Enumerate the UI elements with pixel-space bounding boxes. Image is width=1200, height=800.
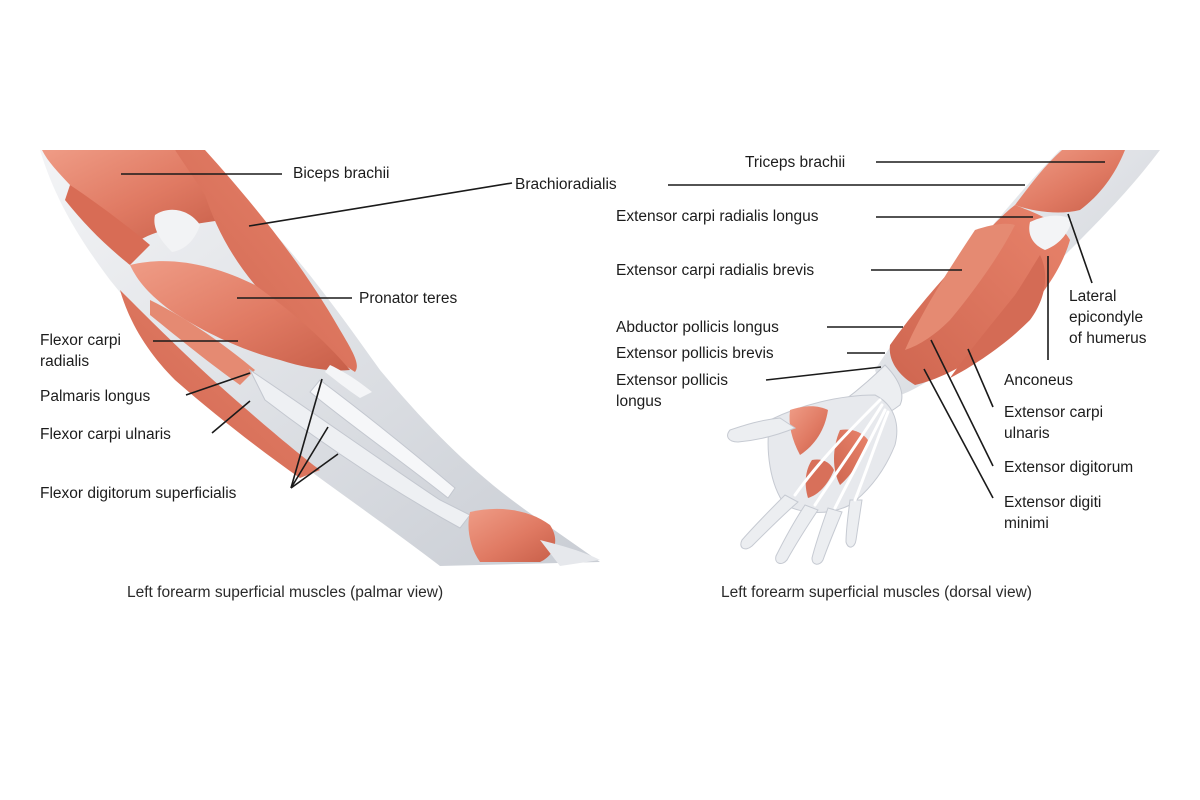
label-flexor-carpi-ulnaris: Flexor carpi ulnaris	[40, 426, 171, 443]
label-triceps-brachii: Triceps brachii	[745, 154, 846, 171]
label-pronator-teres: Pronator teres	[359, 290, 458, 307]
label-extensor-digiti-minimi-line2: minimi	[1004, 515, 1049, 532]
dorsal-thumb	[727, 417, 797, 443]
label-lateral-epicondyle-line1: Lateral	[1069, 288, 1117, 305]
dorsal-finger-3	[811, 507, 843, 565]
label-extensor-pollicis-longus: Extensor pollicis longus	[616, 370, 728, 412]
label-extensor-carpi-ulnaris: Extensor carpi ulnaris	[1004, 402, 1103, 444]
leader-extensor-pollicis-longus	[765, 366, 882, 381]
palmar-aponeurosis	[154, 209, 200, 252]
palmar-tendons-2	[309, 379, 456, 499]
palmar-forearm-illustration	[40, 150, 600, 566]
leader-extensor-carpi-ulnaris	[967, 348, 994, 408]
leader-flexor-carpi-ulnaris	[211, 400, 251, 434]
palmar-hand-tendon	[540, 540, 600, 566]
label-extensor-carpi-ulnaris-line2: ulnaris	[1004, 425, 1050, 442]
caption-palmar-view: Left forearm superficial muscles (palmar…	[127, 584, 444, 601]
palmar-flexor-carpi-radialis-muscle	[150, 300, 255, 385]
leader-brachioradialis	[248, 182, 513, 227]
label-biceps-brachii: Biceps brachii	[293, 165, 390, 182]
label-palmaris-longus: Palmaris longus	[40, 388, 151, 405]
palmar-ulnar-muscle	[120, 290, 320, 478]
leader-extensor-digitorum	[930, 339, 994, 467]
dorsal-brachioradialis-muscle	[905, 223, 1015, 350]
dorsal-ulnaris-muscle	[950, 255, 1046, 378]
label-flexor-carpi-radialis: Flexor carpi radialis	[40, 330, 121, 372]
label-brachioradialis: Brachioradialis	[515, 176, 617, 193]
label-flexor-carpi-radialis-line2: radialis	[40, 353, 90, 370]
label-extensor-digitorum: Extensor digitorum	[1004, 459, 1134, 476]
leader-fds-3	[290, 453, 339, 489]
palmar-brachioradialis-muscle	[175, 150, 357, 372]
label-anconeus: Anconeus	[1004, 372, 1073, 389]
dorsal-finger-1	[740, 494, 799, 550]
palmar-tendons	[248, 368, 471, 529]
leader-lateral-epicondyle	[1067, 213, 1093, 284]
dorsal-hand-muscle-3	[805, 459, 834, 498]
label-extensor-digiti-minimi: Extensor digiti minimi	[1004, 492, 1101, 534]
dorsal-finger-2	[775, 504, 819, 564]
caption-dorsal-view: Left forearm superficial muscles (dorsal…	[721, 584, 1032, 601]
label-flexor-digitorum-superficialis: Flexor digitorum superficialis	[40, 485, 237, 502]
leader-palmaris-longus	[185, 372, 251, 396]
dorsal-epicondyle-patch	[1029, 215, 1072, 250]
label-lateral-epicondyle-line3: of humerus	[1069, 330, 1147, 347]
label-abductor-pollicis-longus: Abductor pollicis longus	[616, 319, 779, 336]
label-extensor-digiti-minimi-line1: Extensor digiti	[1004, 494, 1102, 511]
dorsal-finger-4	[845, 499, 863, 548]
leader-fds-2	[290, 426, 329, 489]
leader-lines	[121, 161, 1105, 499]
palmar-aponeurosis-2	[325, 365, 372, 398]
label-lateral-epicondyle-line2: epicondyle	[1069, 309, 1144, 326]
leader-fds-1	[290, 378, 323, 489]
dorsal-triceps-muscle	[1015, 150, 1125, 213]
palmar-flexor-mass	[130, 261, 350, 371]
dorsal-forearm-illustration	[727, 150, 1160, 565]
palmar-hand-muscle	[468, 508, 556, 562]
dorsal-extensor-mass	[889, 205, 1070, 385]
label-extensor-pollicis-brevis: Extensor pollicis brevis	[616, 345, 774, 362]
label-extensor-pollicis-longus-line1: Extensor pollicis	[616, 372, 728, 389]
label-extensor-pollicis-longus-line2: longus	[616, 393, 662, 410]
label-extensor-carpi-radialis-longus: Extensor carpi radialis longus	[616, 208, 819, 225]
palmar-biceps-lower	[65, 185, 150, 265]
dorsal-hand-muscle-2	[834, 429, 868, 485]
label-flexor-carpi-radialis-line1: Flexor carpi	[40, 332, 121, 349]
leader-extensor-digiti-minimi	[923, 368, 994, 499]
label-extensor-carpi-ulnaris-line1: Extensor carpi	[1004, 404, 1104, 421]
label-extensor-carpi-radialis-brevis: Extensor carpi radialis brevis	[616, 262, 815, 279]
label-lateral-epicondyle-of-humerus: Lateral epicondyle of humerus	[1069, 286, 1147, 349]
dorsal-hand-tendons	[793, 398, 890, 510]
dorsal-hand-muscle-1	[789, 406, 828, 455]
